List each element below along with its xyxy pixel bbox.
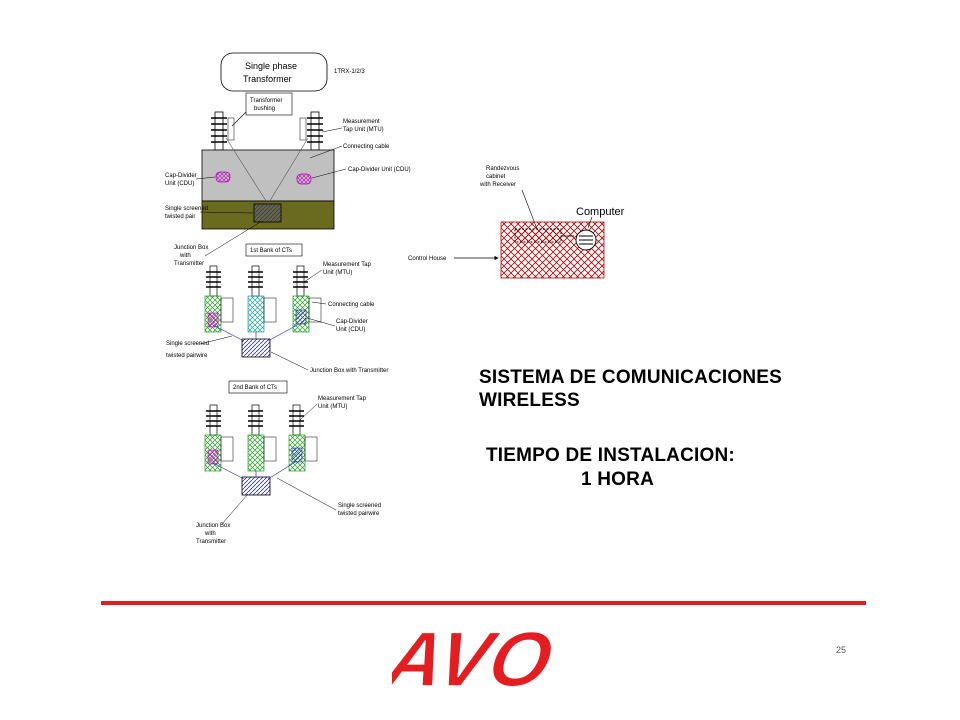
bank1-jbox-label: Junction Box (174, 245, 208, 251)
bank1-connecting-cable: Connecting cable (328, 302, 375, 308)
rdv-cabinet-label-2: cabinet (486, 174, 506, 180)
bank1-ct-1 (204, 265, 234, 333)
footer-divider (101, 601, 866, 605)
bank2-ct-2 (247, 404, 277, 472)
bank1-jbox-tx-label: Junction Box with Transmitter (310, 368, 388, 374)
headline-title: SISTEMA DE COMUNICACIONES (479, 367, 783, 388)
bank2-jbox-label: Junction Box (196, 523, 230, 529)
computer-label: Computer (576, 206, 625, 218)
bank1-mtu-label: Measurement Tap (323, 262, 372, 268)
bank2-screened-label: Single screened (338, 503, 381, 509)
mtu-top-label: Measurement (343, 119, 380, 125)
junction-box-top (253, 203, 282, 223)
svg-text:Transformer: Transformer (243, 74, 292, 84)
substation-diagram: Single phase Transformer 1TRX-1/2/3 Tran… (165, 52, 625, 545)
install-time-label: TIEMPO DE INSTALACION: (486, 445, 735, 466)
bank1-title: 1st Bank of CTs (245, 243, 303, 257)
svg-text:1st Bank of CTs: 1st Bank of CTs (250, 248, 292, 254)
bank2-jbox-label-2: with (204, 531, 216, 537)
bank2-junction-box (241, 476, 271, 496)
screened-top-label: Single screened (165, 206, 208, 212)
cdu-right-label: Cap-Divider Unit (CDU) (348, 167, 411, 173)
screened-top-label-2: twisted pair (165, 214, 195, 220)
cdu-right (296, 173, 312, 185)
headline-title-2: WIRELESS (479, 390, 580, 411)
svg-text:Transformer: Transformer (250, 98, 282, 104)
transformer-title-callout: Single phase Transformer (220, 52, 328, 92)
cdu-left (215, 171, 231, 183)
cdu-left-label-2: Unit (CDU) (165, 181, 194, 187)
bank1-jbox-label-3: Transmitter (174, 261, 204, 267)
rdv-cabinet-label-3: with Receiver (479, 182, 516, 188)
transformer-bushing-right (299, 111, 323, 151)
bank1-cdu-label: Cap-Divider (336, 319, 368, 325)
bank1-screened-label: Single screened (166, 341, 209, 347)
cdu-left-label: Cap-Divider (165, 173, 197, 179)
svg-text:Single phase: Single phase (245, 61, 297, 71)
bank2-ct-1 (204, 404, 234, 472)
bank2-mtu-label: Measurement Tap (318, 396, 367, 402)
control-house-label: Control House (408, 256, 447, 262)
bank2-jbox-label-3: Transmitter (196, 539, 226, 545)
transformer-bushing-left (211, 111, 235, 151)
bank2-title: 2nd Bank of CTs (228, 380, 288, 394)
connecting-cable-top: Connecting cable (343, 144, 390, 150)
page-number: 25 (836, 645, 847, 655)
bank1-ct-2 (247, 265, 277, 333)
rdv-cabinet-label: Randezvous (486, 166, 519, 172)
bank1-junction-box (241, 338, 271, 358)
install-time-value: 1 HORA (581, 469, 654, 490)
bank2-mtu-label-2: Unit (MTU) (318, 404, 347, 410)
bank1-mtu-label-2: Unit (MTU) (323, 270, 352, 276)
bank2-screened-label-2: twisted pairwire (338, 511, 380, 517)
avo-logo: AVO (392, 615, 552, 702)
svg-text:AVO: AVO (392, 616, 552, 702)
bank1-ct-3 (292, 265, 322, 333)
receiver-cabinet (514, 228, 562, 243)
bank1-cdu-label-2: Unit (CDU) (336, 327, 365, 333)
trx-id-label: 1TRX-1/2/3 (334, 69, 365, 75)
mtu-top-label-2: Tap Unit (MTU) (343, 127, 384, 133)
svg-text:2nd Bank of CTs: 2nd Bank of CTs (233, 385, 277, 391)
bank1-jbox-label-2: with (179, 253, 191, 259)
bank2-ct-3 (288, 404, 318, 472)
bank1-screened-label-2: twisted pairwire (166, 353, 208, 359)
svg-text:bushing: bushing (254, 106, 275, 112)
bushing-callout: Transformer bushing (245, 92, 293, 116)
